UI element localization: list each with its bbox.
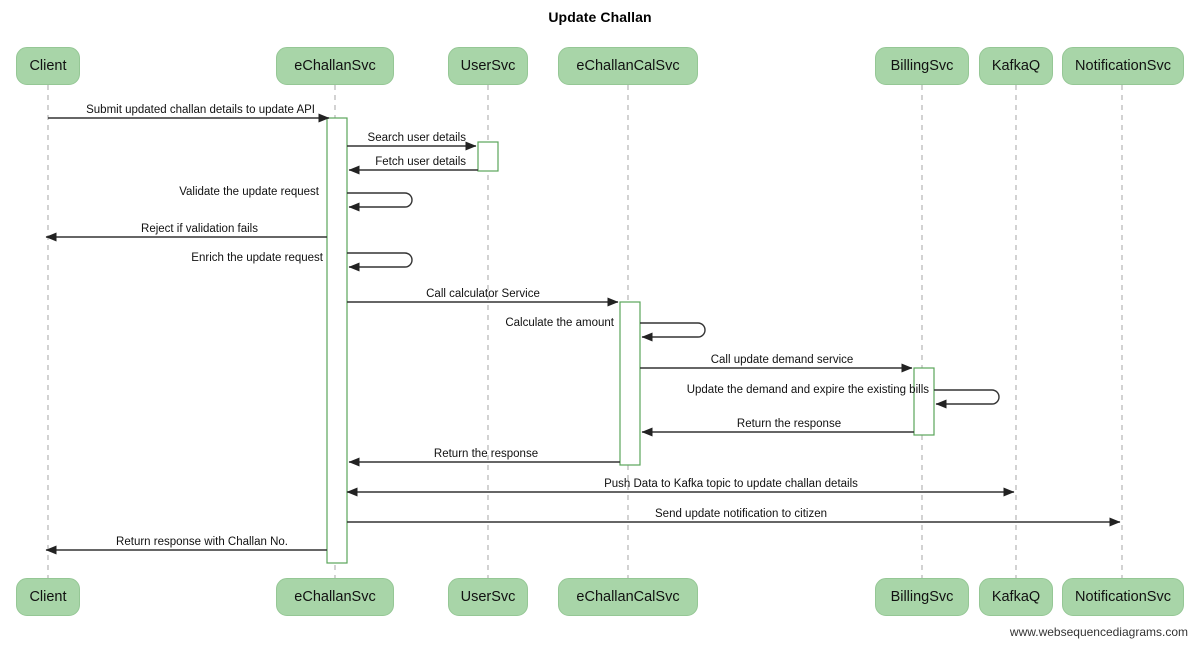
participant-billingsvc-header[interactable]: BillingSvc: [875, 47, 969, 85]
activation-bar-echallansvc: [326, 117, 348, 564]
message-label-m11: Return the response: [736, 418, 842, 430]
message-label-m15: Return response with Challan No.: [116, 536, 288, 548]
message-label-m3: Fetch user details: [375, 156, 466, 168]
activation-bar-billingsvc: [913, 367, 935, 436]
participant-label: UserSvc: [460, 58, 516, 74]
message-arrows-layer: [45, 113, 1121, 555]
participant-echallansvc-header[interactable]: eChallanSvc: [276, 47, 394, 85]
message-label-m7: Call calculator Service: [426, 288, 540, 300]
participant-label: Client: [29, 58, 67, 74]
participant-label: eChallanCalSvc: [576, 58, 680, 74]
message-arrow-m10: [934, 389, 1000, 409]
participant-label: eChallanSvc: [294, 58, 376, 74]
participant-label: eChallanSvc: [294, 589, 376, 605]
participant-label: KafkaQ: [991, 58, 1041, 74]
participant-label: UserSvc: [460, 589, 516, 605]
message-label-m10: Update the demand and expire the existin…: [686, 384, 929, 396]
message-label-m5: Reject if validation fails: [141, 223, 258, 235]
participant-label: NotificationSvc: [1075, 58, 1171, 74]
participant-client-header[interactable]: Client: [16, 47, 80, 85]
participant-echallancalsvc-header[interactable]: eChallanCalSvc: [558, 47, 698, 85]
activation-bar-echallancalsvc: [619, 301, 641, 466]
participant-echallansvc-footer[interactable]: eChallanSvc: [276, 578, 394, 616]
message-label-m14: Send update notification to citizen: [655, 508, 827, 520]
lifelines-layer: [47, 85, 1123, 578]
message-label-m13: Push Data to Kafka topic to update chall…: [604, 478, 858, 490]
message-label-m4: Validate the update request: [179, 186, 319, 198]
participant-echallancalsvc-footer[interactable]: eChallanCalSvc: [558, 578, 698, 616]
message-label-m2: Search user details: [367, 132, 466, 144]
participant-label: BillingSvc: [890, 589, 954, 605]
participant-notificationsvc-header[interactable]: NotificationSvc: [1062, 47, 1184, 85]
participant-usersvc-footer[interactable]: UserSvc: [448, 578, 528, 616]
message-arrow-m6: [347, 252, 413, 272]
participant-usersvc-header[interactable]: UserSvc: [448, 47, 528, 85]
message-label-m6: Enrich the update request: [191, 252, 323, 264]
message-label-m12: Return the response: [433, 448, 539, 460]
message-label-m1: Submit updated challan details to update…: [86, 104, 315, 116]
participant-client-footer[interactable]: Client: [16, 578, 80, 616]
participant-kafkaq-header[interactable]: KafkaQ: [979, 47, 1053, 85]
participant-label: eChallanCalSvc: [576, 589, 680, 605]
footer-credit: www.websequencediagrams.com: [1009, 625, 1188, 639]
participant-kafkaq-footer[interactable]: KafkaQ: [979, 578, 1053, 616]
participant-billingsvc-footer[interactable]: BillingSvc: [875, 578, 969, 616]
message-arrow-m4: [347, 192, 413, 212]
message-label-m8: Calculate the amount: [505, 317, 614, 329]
message-label-m9: Call update demand service: [710, 354, 854, 366]
participant-label: BillingSvc: [890, 58, 954, 74]
message-arrow-m8: [640, 322, 706, 342]
participant-label: Client: [29, 589, 67, 605]
activation-bar-usersvc: [477, 141, 499, 172]
participant-label: NotificationSvc: [1075, 589, 1171, 605]
activation-bars-layer: [326, 117, 935, 564]
page-title: Update Challan: [548, 9, 652, 25]
participant-notificationsvc-footer[interactable]: NotificationSvc: [1062, 578, 1184, 616]
participant-label: KafkaQ: [991, 589, 1041, 605]
